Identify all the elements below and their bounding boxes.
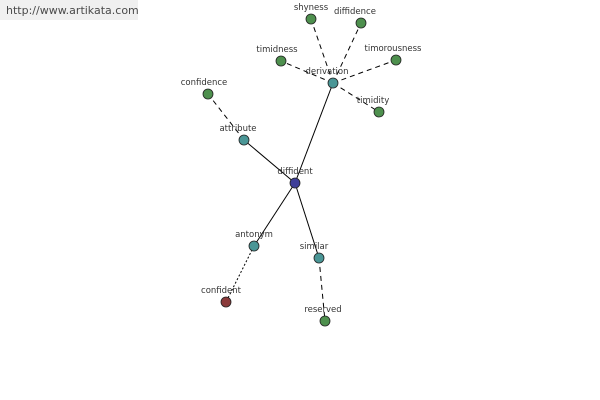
- node-label-shyness: shyness: [294, 3, 329, 13]
- node-label-antonym: antonym: [235, 230, 273, 240]
- node-dot-timidness[interactable]: [275, 55, 287, 67]
- node-dot-derivation[interactable]: [327, 77, 339, 89]
- edge-diffident-attribute: [243, 139, 296, 184]
- edge-attribute-confidence: [207, 93, 245, 141]
- source-bar: http://www.artikata.com: [0, 0, 139, 20]
- edge-diffident-similar: [294, 182, 320, 259]
- node-timorousness[interactable]: timorousness: [365, 44, 423, 66]
- node-label-reserved: reserved: [304, 305, 341, 315]
- node-dot-diffident[interactable]: [289, 177, 301, 189]
- node-shyness[interactable]: shyness: [294, 3, 329, 25]
- node-label-timidity: timidity: [357, 96, 389, 106]
- edges-layer: [207, 18, 397, 322]
- node-dot-confident[interactable]: [220, 296, 232, 308]
- node-label-diffidence: diffidence: [334, 7, 376, 17]
- node-similar[interactable]: similar: [300, 242, 329, 264]
- node-dot-confidence[interactable]: [202, 88, 214, 100]
- node-label-confident: confident: [201, 286, 242, 296]
- source-link[interactable]: http://www.artikata.com: [6, 4, 139, 17]
- nodes-layer: diffident derivation attribute antonym simil…: [181, 3, 423, 327]
- node-timidity[interactable]: timidity: [357, 96, 389, 118]
- node-diffident[interactable]: diffident: [277, 167, 313, 189]
- edge-diffident-antonym: [253, 182, 296, 247]
- node-label-attribute: attribute: [219, 124, 256, 134]
- edge-diffident-derivation: [294, 82, 334, 184]
- node-dot-timorousness[interactable]: [390, 54, 402, 66]
- edge-derivation-shyness: [310, 18, 334, 84]
- node-dot-reserved[interactable]: [319, 315, 331, 327]
- edge-similar-reserved: [318, 257, 326, 322]
- edge-derivation-timorousness: [332, 59, 397, 84]
- node-attribute[interactable]: attribute: [219, 124, 257, 146]
- node-dot-similar[interactable]: [313, 252, 325, 264]
- edge-derivation-timidity: [332, 82, 380, 113]
- edge-antonym-confident: [225, 245, 255, 303]
- node-dot-timidity[interactable]: [373, 106, 385, 118]
- node-antonym[interactable]: antonym: [235, 230, 273, 252]
- node-dot-diffidence[interactable]: [355, 17, 367, 29]
- edge-derivation-timidness: [280, 60, 334, 84]
- node-label-confidence: confidence: [181, 78, 228, 88]
- node-label-timorousness: timorousness: [365, 44, 423, 54]
- node-dot-attribute[interactable]: [238, 134, 250, 146]
- node-label-derivation: derivation: [305, 67, 348, 77]
- node-label-diffident: diffident: [277, 167, 313, 177]
- edge-derivation-diffidence: [332, 22, 362, 84]
- node-label-timidness: timidness: [256, 45, 298, 55]
- node-reserved[interactable]: reserved: [304, 305, 342, 327]
- node-diffidence[interactable]: diffidence: [334, 7, 376, 29]
- node-confidence[interactable]: confidence: [181, 78, 228, 100]
- node-confident[interactable]: confident: [201, 286, 242, 308]
- node-dot-antonym[interactable]: [248, 240, 260, 252]
- node-dot-shyness[interactable]: [305, 13, 317, 25]
- node-label-similar: similar: [300, 242, 329, 252]
- node-derivation[interactable]: derivation: [305, 67, 349, 89]
- node-timidness[interactable]: timidness: [256, 45, 298, 67]
